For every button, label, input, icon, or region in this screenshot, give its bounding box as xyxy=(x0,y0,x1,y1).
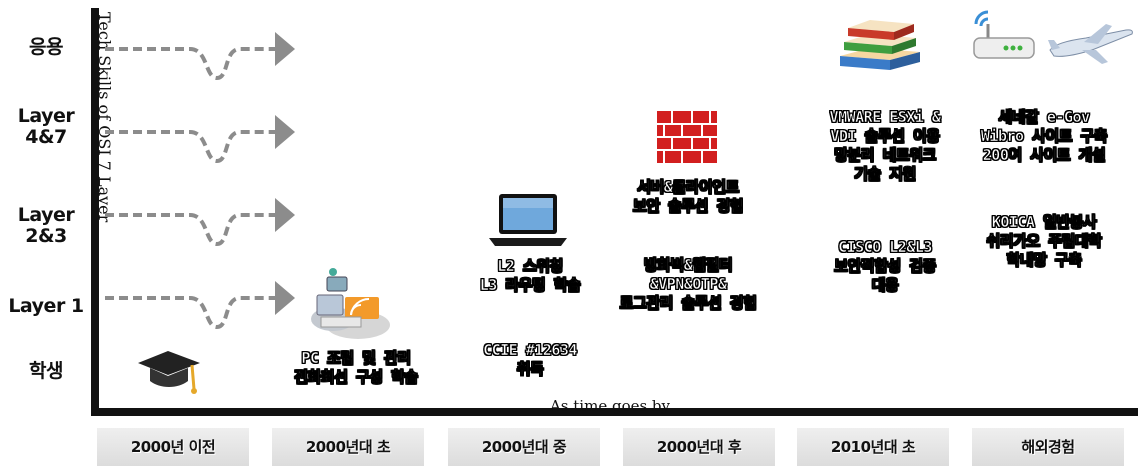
arrowhead-layer-2-3 xyxy=(275,198,295,232)
y-axis-line xyxy=(91,8,99,416)
arrow-layer-1 xyxy=(105,296,275,330)
period-overseas: 해외경험 xyxy=(972,428,1124,466)
laptop-icon xyxy=(489,194,567,246)
level-layer-4-7-text: Layer 4&7 xyxy=(17,105,75,148)
milestone-late-2000s-solutions: 방화벽&웹필터 &VPN&OTP& 로그관리 솔루션 경험 xyxy=(619,256,757,313)
milestone-mid-2000s-switching: L2 스위칭 L3 라우팅 학습 xyxy=(479,257,581,295)
arrowhead-layer-1 xyxy=(275,281,295,315)
arrowhead-layer-4-7 xyxy=(275,115,295,149)
arrow-layer-4-7 xyxy=(105,130,275,164)
arrowhead-application xyxy=(275,32,295,66)
period-mid-2000s: 2000년대 중 xyxy=(448,428,600,466)
books-icon xyxy=(840,20,920,70)
milestone-early-2000s: PC 조립 및 관리 전화회선 구성 학습 xyxy=(294,349,419,387)
arrow-application xyxy=(105,47,275,81)
milestone-late-2000s-security: 서버&클라이언트 보안 솔루션 경험 xyxy=(632,178,744,216)
level-application: 응용 xyxy=(29,36,63,58)
network-devices-icon xyxy=(311,268,390,339)
level-arrows xyxy=(105,32,295,330)
milestone-early-2010s-vmware: VMWARE ESXi & VDI 솔루션 이용 망분리 네트워크 기술 지원 xyxy=(829,108,941,184)
x-axis-title: As time goes by xyxy=(549,397,671,415)
arrow-layer-2-3 xyxy=(105,213,275,247)
milestone-early-2010s-cisco: CISCO L2&L3 보안적합성 검증 대응 xyxy=(834,238,937,295)
period-before-2000: 2000년 이전 xyxy=(97,428,249,466)
milestone-overseas-senegal: 세네갈 e-Gov Wibro 사이트 구축 200여 사이트 개설 xyxy=(980,108,1108,165)
graduation-cap-icon xyxy=(138,351,200,394)
x-axis-line xyxy=(91,408,1138,416)
period-early-2000s: 2000년대 초 xyxy=(272,428,424,466)
router-icon xyxy=(973,10,1035,59)
period-late-2000s: 2000년대 후 xyxy=(623,428,775,466)
firewall-icon xyxy=(657,111,717,163)
level-layer-2-3: Layer 2&3 xyxy=(0,205,92,247)
level-layer-4-7: Layer 4&7 xyxy=(0,106,92,148)
airplane-icon xyxy=(1048,24,1133,64)
y-axis-title: Tech Skills of OSI 7 Layer xyxy=(95,12,114,223)
period-early-2010s: 2010년대 초 xyxy=(797,428,949,466)
milestone-mid-2000s-ccie: CCIE #12634 취득 xyxy=(483,341,578,379)
level-layer-1: Layer 1 xyxy=(8,295,84,317)
level-student: 학생 xyxy=(29,360,63,382)
level-layer-2-3-text: Layer 2&3 xyxy=(17,204,75,247)
milestone-overseas-koica: KOICA 일반봉사 쉬리가오 주립대학 학내망 구축 xyxy=(986,213,1102,270)
